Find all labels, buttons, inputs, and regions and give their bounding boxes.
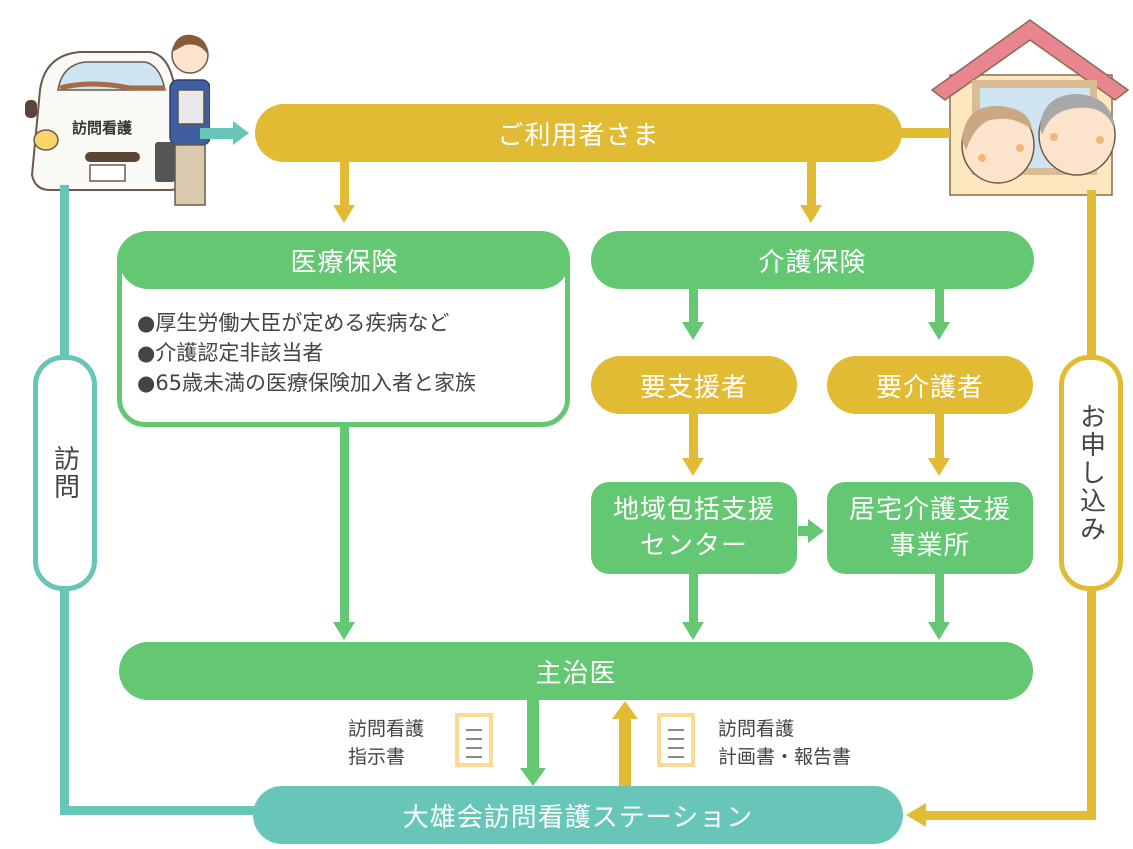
center-to-office-arrow [798,526,810,536]
regional-center-line1: 地域包括支援 [612,495,775,525]
user-node-label: ご利用者さま [497,120,660,151]
instruction-doc-line1: 訪問看護 [348,718,425,740]
medical-insurance-label: 医療保険 [290,247,399,278]
user-to-care-arrow [807,160,816,208]
support-needed-node[interactable]: 要支援者 [591,356,797,414]
station-node[interactable]: 大雄会訪問看護ステーション [253,786,903,844]
center-to-office-arrowhead [808,519,824,543]
care-insurance-node[interactable]: 介護保険 [591,231,1034,289]
station-label: 大雄会訪問看護ステーション [402,802,754,833]
care-to-support-arrow [689,288,698,326]
regional-center-node[interactable]: 地域包括支援 センター [591,482,797,574]
plan-report-document-icon [657,713,695,767]
instruction-doc-label: 訪問看護 指示書 [348,715,424,771]
medical-to-physician-arrow [340,425,349,625]
apply-label-box: お申し込み [1059,355,1123,591]
nurse-to-user-arrow [200,128,235,139]
office-to-physician-arrow [935,572,944,626]
medical-to-physician-arrowhead [333,622,355,640]
house-illustration [930,10,1130,200]
car-icon: 訪問看護 [25,34,211,206]
physician-node[interactable]: 主治医 [119,642,1033,700]
apply-line-bottom [925,811,1096,820]
user-to-medical-arrowhead [333,205,355,223]
plan-report-doc-line2: 計画書・報告書 [718,746,852,768]
careneeded-to-office-arrowhead [928,458,950,476]
regional-center-line2: センター [639,531,748,561]
car-label: 訪問看護 [72,119,133,137]
station-to-physician-arrow [619,718,631,788]
center-to-physician-arrowhead [682,622,704,640]
visit-line-bottom [60,806,280,815]
care-office-line2: 事業所 [889,531,971,561]
medical-condition-item: ●65歳未満の医療保険加入者と家族 [137,371,477,395]
plan-report-doc-line1: 訪問看護 [718,718,795,740]
medical-condition-item: ●厚生労働大臣が定める疾病など [137,311,450,335]
instruction-doc-line2: 指示書 [348,746,406,768]
physician-to-station-arrowhead [520,768,546,786]
user-node[interactable]: ご利用者さま [255,104,902,162]
medical-insurance-header[interactable]: 医療保険 [119,231,570,289]
physician-label: 主治医 [535,658,617,689]
medical-conditions-list: ●厚生労働大臣が定める疾病など ●介護認定非該当者 ●65歳未満の医療保険加入者… [137,308,476,398]
care-to-careneeded-arrow [935,288,944,326]
apply-arrowhead [906,803,926,827]
nurse-to-user-arrowhead [233,121,249,145]
medical-condition-item: ●介護認定非該当者 [137,341,324,365]
care-to-support-arrowhead [682,322,704,340]
apply-label: お申し込み [1075,403,1106,543]
nurse-car-illustration: 訪問看護 [20,30,211,210]
physician-to-station-arrow [527,698,539,770]
support-needed-label: 要支援者 [639,372,748,403]
center-to-physician-arrow [689,572,698,626]
support-to-center-arrowhead [682,458,704,476]
elderly-couple-house-icon [930,19,1130,196]
user-to-care-arrowhead [800,205,822,223]
care-needed-node[interactable]: 要介護者 [827,356,1033,414]
instruction-document-icon [455,713,493,767]
station-to-physician-arrowhead [612,701,638,719]
office-to-physician-arrowhead [928,622,950,640]
visit-label: 訪問 [49,445,80,501]
care-insurance-label: 介護保険 [758,247,867,278]
care-office-node[interactable]: 居宅介護支援 事業所 [827,482,1033,574]
care-needed-label: 要介護者 [875,372,984,403]
plan-report-doc-label: 訪問看護 計画書・報告書 [718,715,851,771]
support-to-center-arrow [689,412,698,462]
care-office-line1: 居宅介護支援 [848,495,1011,525]
apply-line-top [895,128,950,138]
visit-label-box: 訪問 [33,355,97,591]
careneeded-to-office-arrow [935,412,944,462]
care-to-careneeded-arrowhead [928,322,950,340]
user-to-medical-arrow [340,160,349,208]
